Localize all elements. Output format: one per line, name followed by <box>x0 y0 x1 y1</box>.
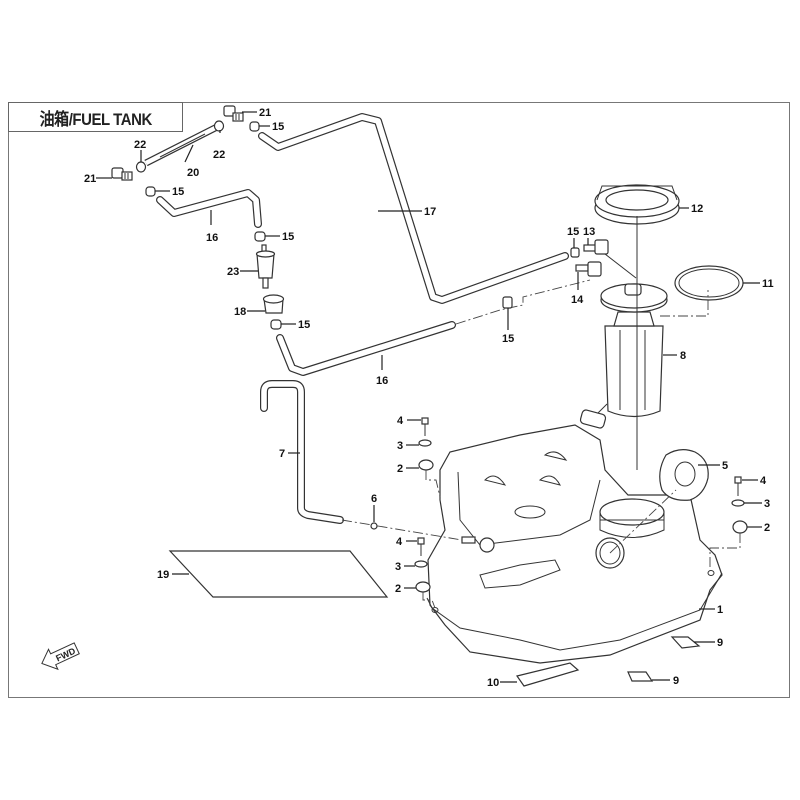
part-19-label[interactable] <box>168 550 389 598</box>
part-15-clamp-c[interactable] <box>254 231 266 242</box>
part-12-lock-ring[interactable] <box>594 184 680 225</box>
part-15-clamp-f[interactable] <box>570 247 580 258</box>
callout-2: 2 <box>397 463 403 475</box>
callout-3: 3 <box>397 440 403 452</box>
part-15-clamp-d[interactable] <box>270 319 282 330</box>
callout-8: 8 <box>680 350 686 362</box>
callout-15: 15 <box>502 333 514 345</box>
part-9-pad-b[interactable] <box>627 671 654 682</box>
callout-15: 15 <box>282 231 294 243</box>
title-box: 油箱/FUEL TANK <box>8 102 183 132</box>
callout-12: 12 <box>691 203 703 215</box>
part-15-clamp-e[interactable] <box>502 296 513 309</box>
part-15-clamp-a[interactable] <box>249 121 260 132</box>
part-14-connector[interactable] <box>575 261 602 277</box>
callout-23: 23 <box>227 266 239 278</box>
callout-2: 2 <box>395 583 401 595</box>
callout-2: 2 <box>764 522 770 534</box>
callout-16: 16 <box>376 375 388 387</box>
callouts: 21 22 20 22 21 15 15 16 15 23 18 15 17 1… <box>84 107 774 689</box>
callout-21: 21 <box>84 173 96 185</box>
diagram-frame <box>8 102 790 698</box>
part-11-seal-ring[interactable] <box>674 265 744 301</box>
callout-15: 15 <box>298 319 310 331</box>
callout-18: 18 <box>234 306 246 318</box>
callout-3: 3 <box>764 498 770 510</box>
fastener-stack-lower-left[interactable] <box>414 537 436 609</box>
callout-5: 5 <box>722 460 728 472</box>
part-21-elbow-right[interactable] <box>223 105 244 122</box>
part-21-elbow-left[interactable] <box>111 167 133 181</box>
callout-19: 19 <box>157 569 169 581</box>
part-5-fuel-cap[interactable] <box>659 449 709 501</box>
part-20-pipe[interactable] <box>144 122 221 167</box>
part-22-clamp-right[interactable] <box>213 120 225 132</box>
callout-1: 1 <box>717 604 723 616</box>
callout-3: 3 <box>395 561 401 573</box>
callout-4: 4 <box>760 475 767 487</box>
callout-22: 22 <box>134 139 146 151</box>
callout-4: 4 <box>397 415 404 427</box>
part-13-connector[interactable] <box>583 239 609 255</box>
callout-9: 9 <box>673 675 679 687</box>
callout-15: 15 <box>567 226 579 238</box>
part-1-fuel-tank[interactable] <box>426 424 723 664</box>
callout-14: 14 <box>571 294 584 306</box>
callout-7: 7 <box>279 448 285 460</box>
part-15-clamp-b[interactable] <box>145 186 156 197</box>
callout-13: 13 <box>583 226 595 238</box>
callout-17: 17 <box>424 206 436 218</box>
callout-16: 16 <box>206 232 218 244</box>
part-6-clamp[interactable] <box>370 522 378 530</box>
callout-9: 9 <box>717 637 723 649</box>
callout-22: 22 <box>213 149 225 161</box>
callout-6: 6 <box>371 493 377 505</box>
connector-line <box>604 253 637 279</box>
callout-4: 4 <box>396 536 403 548</box>
part-16-hose-lower[interactable] <box>276 321 456 376</box>
part-22-clamp-left[interactable] <box>135 161 147 173</box>
part-17-hose[interactable] <box>258 113 569 304</box>
part-8-fuel-pump[interactable] <box>579 283 668 429</box>
callout-15: 15 <box>172 186 184 198</box>
diagram-title: 油箱/FUEL TANK <box>39 109 152 129</box>
part-7-breather-hose[interactable] <box>260 380 344 524</box>
part-16-hose-upper[interactable] <box>156 189 262 228</box>
part-10-pad[interactable] <box>516 662 580 687</box>
part-23-fuel-filter[interactable] <box>255 244 276 289</box>
callout-15: 15 <box>272 121 284 133</box>
callout-21: 21 <box>259 107 271 119</box>
axis-line-cap <box>609 489 677 554</box>
leader-lines <box>96 111 762 683</box>
fwd-arrow-icon: FWD <box>41 642 80 671</box>
callout-11: 11 <box>762 278 774 290</box>
part-9-pad-a[interactable] <box>670 636 701 649</box>
part-18-filter-holder[interactable] <box>262 294 285 314</box>
callout-20: 20 <box>187 167 199 179</box>
axis-line-breather <box>341 519 463 541</box>
callout-10: 10 <box>487 677 499 689</box>
fastener-stack-upper-left[interactable] <box>418 417 441 498</box>
